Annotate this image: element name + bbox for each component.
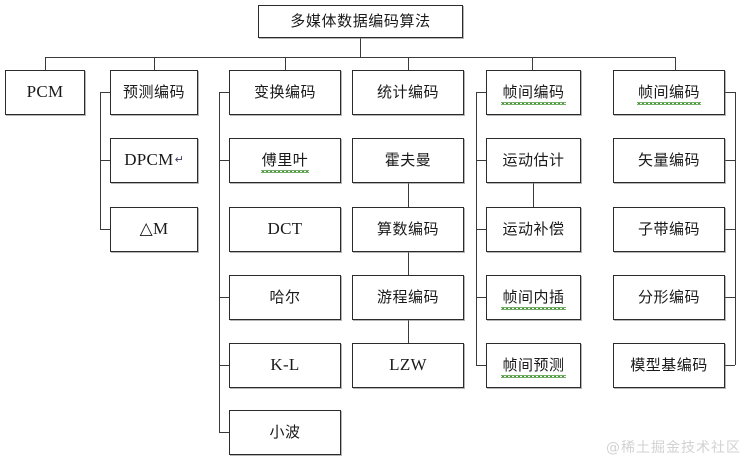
connector-drop-c6 (675, 57, 676, 70)
connector-drop-c2 (154, 57, 155, 70)
connector-c6-bus (735, 92, 736, 365)
connector-c6-stub-2 (725, 160, 735, 161)
node-model-based-coding[interactable]: 模型基编码 (613, 343, 725, 388)
node-huffman-label: 霍夫曼 (384, 151, 432, 170)
node-dpcm-label: DPCM (124, 150, 174, 170)
node-fractal-coding[interactable]: 分形编码 (613, 275, 725, 320)
connector-c6-stub-3 (725, 229, 735, 230)
connector-drop-c3 (285, 57, 286, 70)
node-statistical-coding-label: 统计编码 (376, 83, 439, 102)
node-predictive-coding-label: 预测编码 (122, 83, 185, 102)
connector-c5-link-1 (533, 183, 534, 207)
node-vector-coding-label: 矢量编码 (637, 151, 700, 170)
node-pcm-label: PCM (26, 82, 64, 102)
node-delta-m-label: △M (139, 219, 169, 239)
paragraph-mark-icon: ↵ (174, 153, 184, 167)
watermark: @稀土掘金技术社区 (606, 437, 741, 457)
node-vector-coding[interactable]: 矢量编码 (613, 138, 725, 183)
connector-top-bus (45, 57, 675, 58)
connector-c3-bus (219, 92, 220, 432)
connector-c4-link-1 (408, 183, 409, 207)
connector-c5-stub-4 (476, 297, 486, 298)
node-kl[interactable]: K-L (229, 343, 341, 388)
node-huffman[interactable]: 霍夫曼 (352, 138, 464, 183)
node-predictive-coding[interactable]: 预测编码 (110, 70, 198, 115)
node-interframe-coding-b[interactable]: 帧间编码 (613, 70, 725, 115)
connector-root-stem (360, 38, 361, 57)
node-interframe-prediction[interactable]: 帧间预测 (486, 343, 581, 388)
connector-c3-stub-2 (219, 160, 229, 161)
connector-c5-stub-3 (476, 229, 486, 230)
node-interframe-interpolation-label: 帧间内插 (501, 288, 566, 310)
node-transform-coding[interactable]: 变换编码 (229, 70, 341, 115)
node-model-based-coding-label: 模型基编码 (630, 356, 708, 375)
connector-c2-stub-2 (100, 160, 110, 161)
node-lzw[interactable]: LZW (352, 343, 464, 388)
node-wavelet-label: 小波 (269, 423, 301, 442)
connector-c2-stub-3 (100, 229, 110, 230)
node-dpcm[interactable]: DPCM↵ (110, 138, 198, 183)
connector-c4-link-3 (408, 320, 409, 343)
node-transform-coding-label: 变换编码 (253, 83, 316, 102)
node-arithmetic-coding-label: 算数编码 (376, 220, 439, 239)
connector-drop-c1 (45, 57, 46, 70)
connector-drop-c4 (408, 57, 409, 70)
node-dct-label: DCT (267, 219, 303, 239)
node-fourier[interactable]: 傅里叶 (229, 138, 341, 183)
node-haar-label: 哈尔 (269, 288, 301, 307)
connector-c6-stub-5 (725, 365, 735, 366)
connector-drop-c5 (532, 57, 533, 70)
node-motion-compensation-label: 运动补偿 (502, 220, 565, 239)
connector-c5-stub-2 (476, 160, 486, 161)
node-delta-m[interactable]: △M (110, 207, 198, 252)
node-motion-compensation[interactable]: 运动补偿 (486, 207, 581, 252)
watermark-text: @稀土掘金技术社区 (606, 440, 741, 456)
node-interframe-coding-a[interactable]: 帧间编码 (486, 70, 581, 115)
node-interframe-interpolation[interactable]: 帧间内插 (486, 275, 581, 320)
node-fourier-label: 傅里叶 (260, 151, 309, 173)
node-fractal-coding-label: 分形编码 (637, 288, 700, 307)
node-interframe-coding-a-label: 帧间编码 (501, 83, 566, 105)
node-pcm[interactable]: PCM (5, 70, 85, 115)
node-run-length-coding-label: 游程编码 (376, 288, 439, 307)
node-run-length-coding[interactable]: 游程编码 (352, 275, 464, 320)
connector-c2-stub-1 (100, 92, 110, 93)
connector-c5-stub-5 (476, 365, 486, 366)
node-kl-label: K-L (270, 355, 300, 375)
node-interframe-prediction-label: 帧间预测 (501, 356, 566, 378)
node-root[interactable]: 多媒体数据编码算法 (258, 5, 463, 38)
node-dct[interactable]: DCT (229, 207, 341, 252)
node-subband-coding-label: 子带编码 (637, 220, 700, 239)
node-haar[interactable]: 哈尔 (229, 275, 341, 320)
node-interframe-coding-b-label: 帧间编码 (636, 83, 702, 105)
node-motion-estimation-label: 运动估计 (502, 151, 565, 170)
connector-c3-stub-5 (219, 365, 229, 366)
node-lzw-label: LZW (389, 355, 427, 375)
node-wavelet[interactable]: 小波 (229, 410, 341, 455)
node-subband-coding[interactable]: 子带编码 (613, 207, 725, 252)
connector-c5-bus (476, 92, 477, 365)
connector-c3-stub-1 (219, 92, 229, 93)
node-arithmetic-coding[interactable]: 算数编码 (352, 207, 464, 252)
connector-c4-link-2 (408, 252, 409, 275)
node-motion-estimation[interactable]: 运动估计 (486, 138, 581, 183)
node-root-label: 多媒体数据编码算法 (290, 12, 431, 31)
connector-c3-stub-4 (219, 297, 229, 298)
connector-c6-stub-4 (725, 297, 735, 298)
connector-c6-stub-1 (725, 92, 735, 93)
connector-c3-stub-6 (219, 432, 229, 433)
connector-c5-stub-1 (476, 92, 486, 93)
node-statistical-coding[interactable]: 统计编码 (352, 70, 464, 115)
